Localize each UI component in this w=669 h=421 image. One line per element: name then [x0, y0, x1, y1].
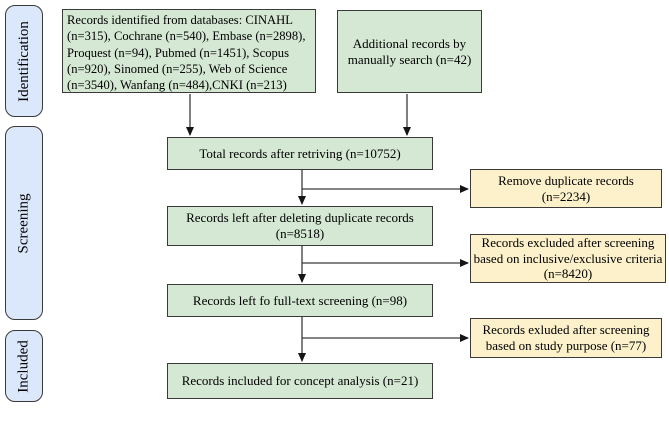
box-total-records: Total records after retriving (n=10752) [167, 137, 433, 170]
box-database-records: Records identified from databases: CINAH… [62, 9, 316, 93]
stage-identification: Identification [5, 5, 43, 117]
box-excluded-criteria: Records excluded after screening based o… [470, 234, 666, 283]
box-excluded-duplicates: Remove duplicate records (n=2234) [470, 169, 662, 208]
box-after-dedup: Records left after deleting duplicate re… [167, 206, 433, 246]
box-excluded-purpose: Records exluded after screening based on… [470, 318, 662, 358]
box-manual-search: Additional records by manually search (n… [337, 10, 482, 93]
stage-identification-label: Identification [15, 20, 32, 102]
stage-included: Included [5, 330, 43, 402]
stage-included-label: Included [15, 339, 32, 393]
box-included-analysis: Records included for concept analysis (n… [167, 363, 433, 399]
box-fulltext-screening: Records left fo full-text screening (n=9… [167, 284, 433, 317]
stage-screening: Screening [5, 126, 43, 320]
stage-screening-label: Screening [15, 193, 32, 253]
